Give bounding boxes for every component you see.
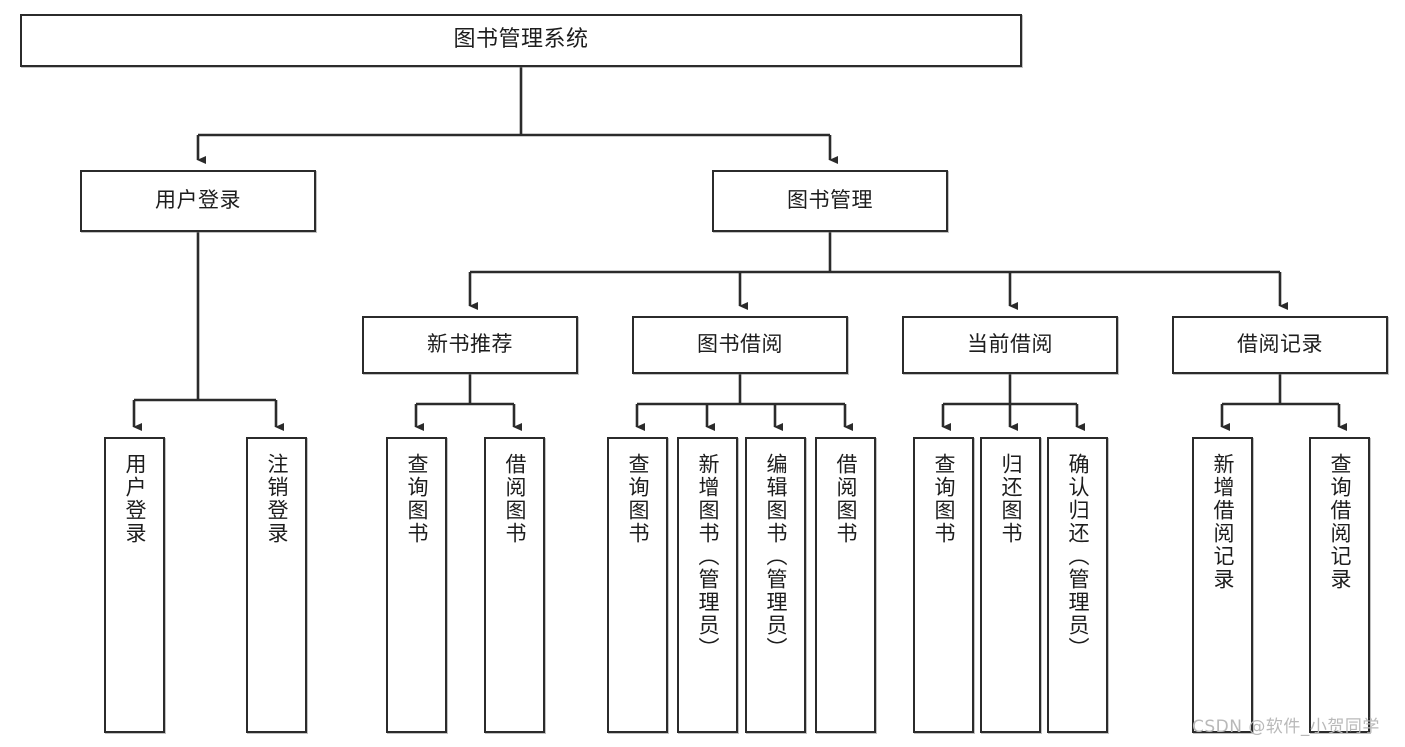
node-label: 注销登录 (264, 453, 289, 545)
node-label: 查询图书 (404, 453, 429, 545)
node-book-borrow[interactable]: 图书借阅 (632, 316, 848, 374)
node-leaf-query-book-recommend[interactable]: 查询图书 (386, 437, 447, 733)
node-root-book-management-system[interactable]: 图书管理系统 (20, 14, 1022, 67)
node-leaf-user-login[interactable]: 用户登录 (104, 437, 165, 733)
node-leaf-borrow-book[interactable]: 借阅图书 (815, 437, 876, 733)
node-book-management[interactable]: 图书管理 (712, 170, 948, 232)
node-label: 查询图书 (931, 453, 956, 545)
node-label: 新增图书（管理员） (695, 453, 720, 660)
node-label: 新书推荐 (427, 332, 513, 357)
node-label: 新增借阅记录 (1210, 453, 1235, 591)
node-borrow-records[interactable]: 借阅记录 (1172, 316, 1388, 374)
node-current-borrow[interactable]: 当前借阅 (902, 316, 1118, 374)
node-label: 图书借阅 (697, 332, 783, 357)
node-leaf-add-book-admin[interactable]: 新增图书（管理员） (677, 437, 738, 733)
watermark-text: CSDN @软件_小贺同学 (1192, 717, 1380, 737)
node-label: 用户登录 (155, 188, 241, 213)
node-leaf-borrow-book-recommend[interactable]: 借阅图书 (484, 437, 545, 733)
node-label: 查询借阅记录 (1327, 453, 1352, 591)
node-label: 图书管理系统 (453, 27, 589, 53)
node-leaf-return-book[interactable]: 归还图书 (980, 437, 1041, 733)
node-leaf-logout[interactable]: 注销登录 (246, 437, 307, 733)
node-leaf-add-borrow-record[interactable]: 新增借阅记录 (1192, 437, 1253, 733)
node-new-book-recommend[interactable]: 新书推荐 (362, 316, 578, 374)
node-leaf-query-book-borrow[interactable]: 查询图书 (607, 437, 668, 733)
node-label: 归还图书 (998, 453, 1023, 545)
node-label: 借阅记录 (1237, 332, 1323, 357)
node-label: 确认归还（管理员） (1065, 453, 1090, 660)
node-label: 图书管理 (787, 188, 873, 213)
node-label: 借阅图书 (833, 453, 858, 545)
node-label: 编辑图书（管理员） (763, 453, 788, 660)
node-label: 查询图书 (625, 453, 650, 545)
node-user-login[interactable]: 用户登录 (80, 170, 316, 232)
node-leaf-query-book-current[interactable]: 查询图书 (913, 437, 974, 733)
node-leaf-confirm-return-admin[interactable]: 确认归还（管理员） (1047, 437, 1108, 733)
node-label: 当前借阅 (967, 332, 1053, 357)
node-label: 用户登录 (122, 453, 147, 545)
node-label: 借阅图书 (502, 453, 527, 545)
node-leaf-edit-book-admin[interactable]: 编辑图书（管理员） (745, 437, 806, 733)
node-leaf-query-borrow-record[interactable]: 查询借阅记录 (1309, 437, 1370, 733)
